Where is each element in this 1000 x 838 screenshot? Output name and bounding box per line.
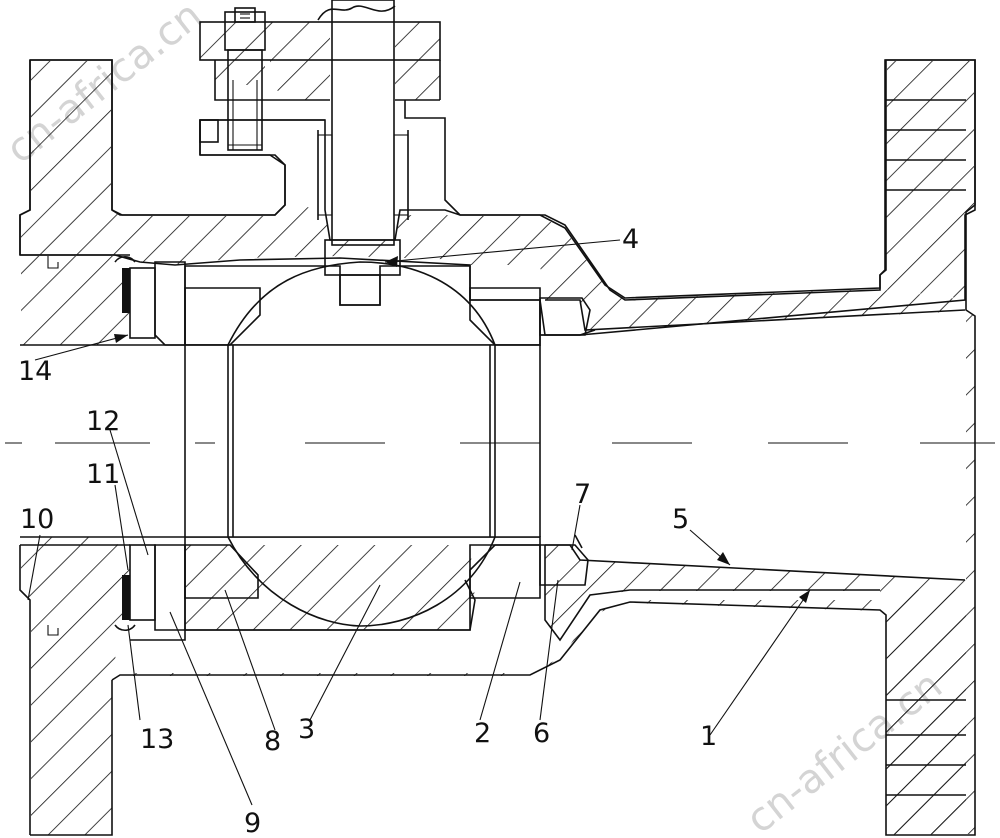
label-part-6: 6 xyxy=(533,718,550,749)
label-part-1: 1 xyxy=(700,721,717,752)
part-labels: 4 14 12 11 10 13 8 9 3 2 6 7 5 1 xyxy=(18,224,717,838)
seat-carrier-left xyxy=(154,261,186,631)
seat-upper-right xyxy=(469,287,541,346)
top-gland xyxy=(199,0,441,306)
leader-lines xyxy=(27,239,811,806)
seal-pack xyxy=(47,255,156,636)
seat-upper-left xyxy=(184,287,261,346)
label-part-4: 4 xyxy=(622,224,639,255)
label-part-7: 7 xyxy=(574,479,591,510)
hatched-sections xyxy=(21,22,975,835)
label-part-11: 11 xyxy=(86,459,120,490)
seat-lower-right xyxy=(469,544,541,599)
label-part-3: 3 xyxy=(298,714,315,745)
ball-upper xyxy=(184,265,541,346)
label-part-10: 10 xyxy=(20,504,54,535)
label-part-2: 2 xyxy=(474,718,491,749)
label-part-5: 5 xyxy=(672,504,689,535)
label-part-13: 13 xyxy=(140,724,174,755)
seat-ring-right xyxy=(539,297,591,586)
label-part-9: 9 xyxy=(244,808,261,838)
ball xyxy=(184,261,541,631)
label-part-14: 14 xyxy=(18,356,52,387)
label-part-8: 8 xyxy=(264,726,281,757)
label-part-12: 12 xyxy=(86,406,120,437)
